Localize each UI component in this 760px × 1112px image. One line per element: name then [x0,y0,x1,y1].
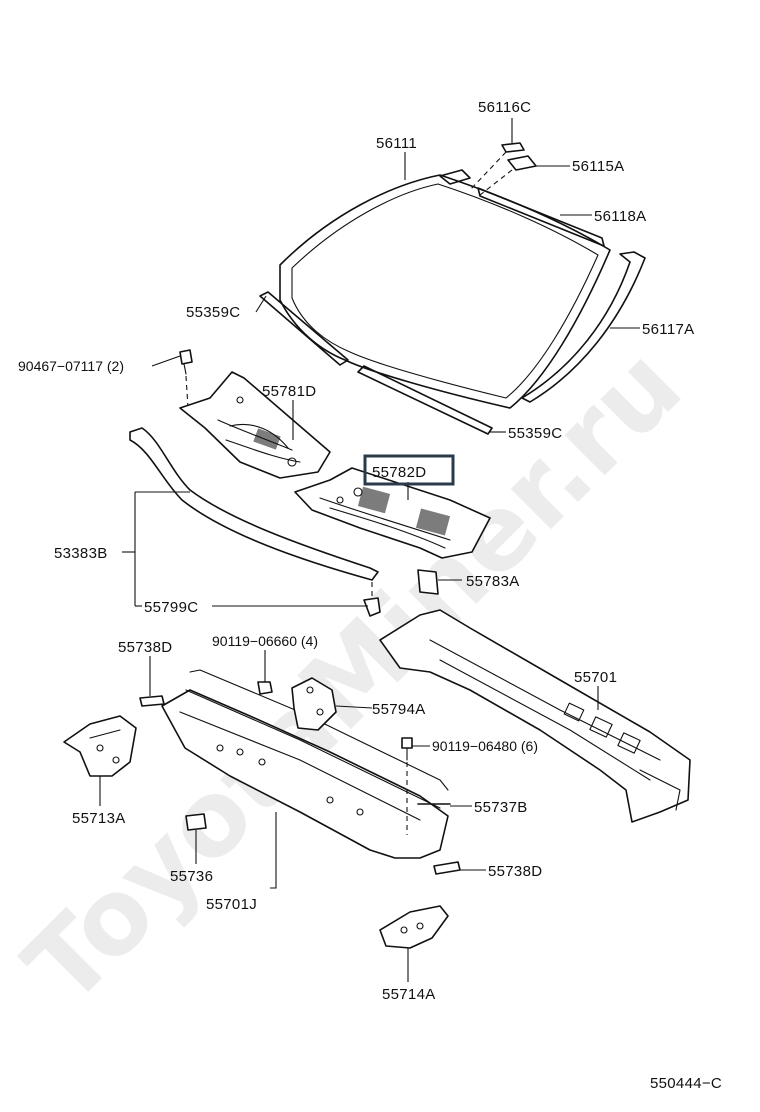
label-55701j[interactable]: 55701J [206,896,257,913]
brace-55794a[interactable] [291,677,337,731]
label-55701[interactable]: 55701 [574,669,617,686]
bolt-90119-06660[interactable] [257,681,273,695]
molding-56118a[interactable] [439,169,605,247]
seal-55783a[interactable] [417,569,439,595]
label-55738d-top[interactable]: 55738D [118,639,172,656]
molding-56117a[interactable] [521,251,646,403]
label-55794a[interactable]: 55794A [372,701,426,718]
bracket-55714a[interactable] [379,905,449,949]
dam-55359c-left[interactable] [259,291,349,366]
label-90119-06660[interactable]: 90119−06660 (4) [212,633,318,649]
label-55782d[interactable]: 55782D [372,464,426,481]
dam-55359c-bottom[interactable] [357,365,493,435]
windshield-glass[interactable] [279,174,611,409]
label-55738d-bottom[interactable]: 55738D [488,863,542,880]
highlight-box [363,454,455,486]
cowl-panel-55701[interactable] [379,609,691,823]
label-55714a[interactable]: 55714A [382,986,436,1003]
seal-55738d-bottom[interactable] [433,861,461,875]
cowl-louver-55782d[interactable] [294,467,491,559]
label-55737b[interactable]: 55737B [474,799,528,816]
label-55359c-bottom[interactable]: 55359C [508,425,562,442]
label-55736[interactable]: 55736 [170,868,213,885]
clip-90467[interactable] [179,349,193,375]
cowl-louver-55781d[interactable] [179,371,331,479]
weatherstrip-53383b[interactable] [129,427,379,581]
label-55781d[interactable]: 55781D [262,383,316,400]
label-56111[interactable]: 56111 [376,135,417,152]
label-90467-07117[interactable]: 90467−07117 (2) [18,358,124,374]
clip-56116c[interactable] [501,142,525,153]
label-55799c[interactable]: 55799C [144,599,198,616]
pad-55736[interactable] [185,813,207,831]
diagram-code: 550444−C [650,1075,722,1092]
clip-55799c[interactable] [363,597,381,617]
label-56117a[interactable]: 56117A [642,321,694,338]
label-56116c[interactable]: 56116C [478,99,531,116]
label-53383b[interactable]: 53383B [54,545,108,562]
label-55359c-top[interactable]: 55359C [186,304,240,321]
label-55713a[interactable]: 55713A [72,810,126,827]
bolt-90119-06480[interactable] [401,737,413,761]
clip-56115a[interactable] [507,155,537,171]
label-55783a[interactable]: 55783A [466,573,520,590]
label-90119-06480[interactable]: 90119−06480 (6) [432,738,538,754]
label-56118a[interactable]: 56118A [594,208,646,225]
seal-55738d-top[interactable] [139,695,165,707]
bracket-55713a[interactable] [63,715,137,777]
label-56115a[interactable]: 56115A [572,158,624,175]
